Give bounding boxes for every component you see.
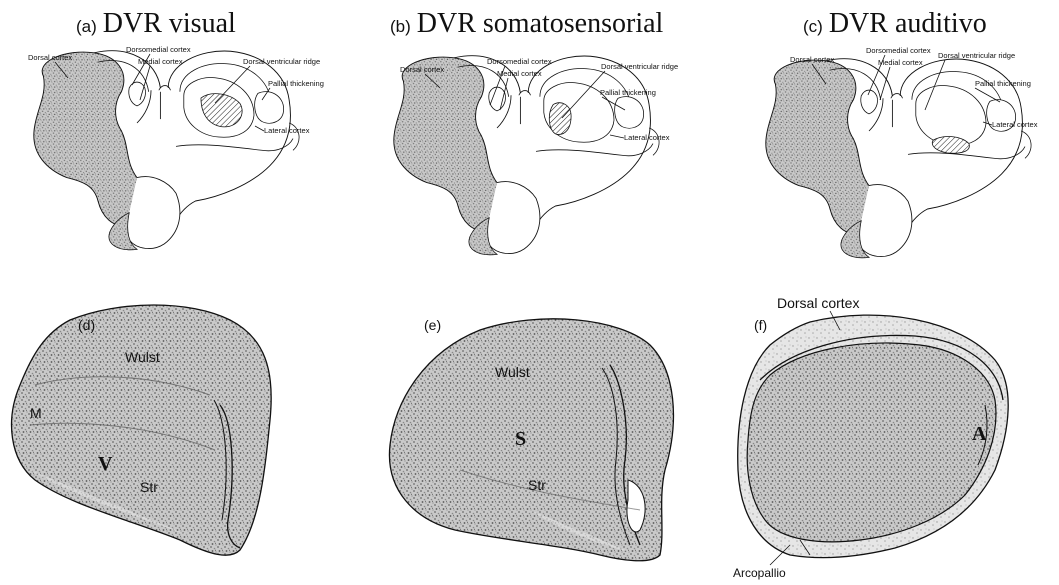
label-dvr-a: Dorsal ventricular ridge [243,57,320,66]
label-dorsomedial-cortex-c: Dorsomedial cortex [866,46,931,55]
label-dvr-c: Dorsal ventricular ridge [938,51,1015,60]
label-dorsal-cortex-f: Dorsal cortex [777,295,859,311]
label-v-d: V [98,453,113,475]
label-wulst-d: Wulst [125,349,160,365]
panel-f-diagram [738,315,1008,558]
panel-e-letter: (e) [424,317,441,333]
label-a-f: A [972,423,987,445]
label-arcopallium-f: Arcopallio [733,566,786,580]
label-medial-cortex-a: Medial cortex [138,57,183,66]
label-dorsomedial-cortex-b: Dorsomedial cortex [487,57,552,66]
label-lateral-cortex-c: Lateral cortex [992,120,1038,129]
label-s-e: S [515,428,526,450]
label-dorsal-cortex-c: Dorsal cortex [790,55,834,64]
label-dorsomedial-cortex-a: Dorsomedial cortex [126,45,191,54]
label-pallial-thickening-a: Pallial thickening [268,79,324,88]
panel-b-diagram [394,56,659,255]
panel-e-diagram [389,319,673,561]
label-wulst-e: Wulst [495,364,530,380]
panel-d-letter: (d) [78,317,95,333]
label-medial-cortex-b: Medial cortex [497,69,542,78]
panel-a-diagram [34,51,299,250]
label-pallial-thickening-b: Pallial thickening [600,88,656,97]
label-pallial-thickening-c: Pallial thickening [975,79,1031,88]
label-dorsal-cortex-b: Dorsal cortex [400,65,444,74]
label-lateral-cortex-b: Lateral cortex [624,133,670,142]
panel-d-diagram [12,305,272,555]
dvr-visual-region [201,94,242,127]
dvr-somatosensory-region [549,103,571,135]
label-str-e: Str [528,477,546,493]
label-dorsal-cortex-a: Dorsal cortex [28,53,72,62]
label-str-d: Str [140,479,158,495]
panel-c-diagram [766,59,1031,258]
label-medial-cortex-c: Medial cortex [878,58,923,67]
label-dvr-b: Dorsal ventricular ridge [601,62,678,71]
dvr-auditory-region [932,137,969,154]
panel-f-letter: (f) [754,317,767,333]
label-m-d: M [30,405,42,421]
label-lateral-cortex-a: Lateral cortex [264,126,310,135]
